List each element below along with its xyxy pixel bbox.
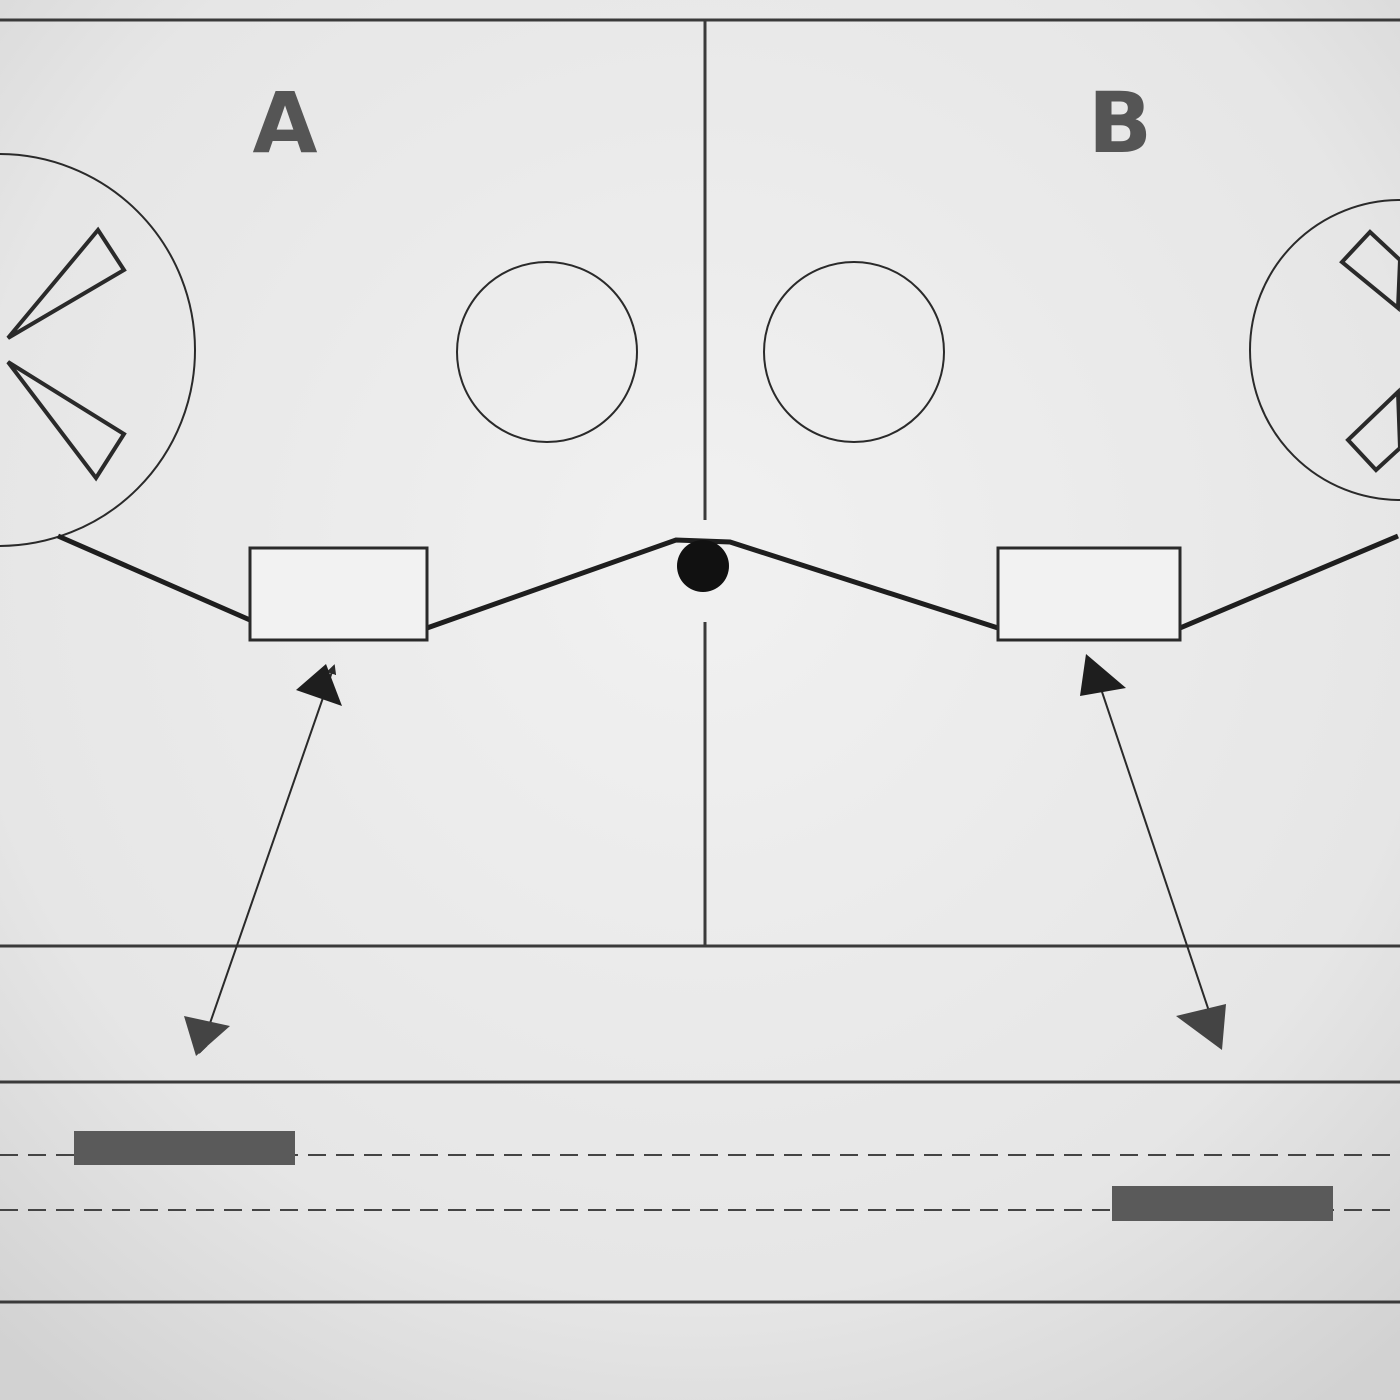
label-a: A: [252, 74, 317, 172]
guide-roller-b: [763, 261, 945, 443]
left-reel: [0, 153, 196, 547]
right-reel: [1249, 199, 1400, 501]
left-reel-spoke-upper: [6, 226, 127, 340]
arrowhead-a-bottom: [184, 1016, 230, 1056]
tape-path: [56, 533, 252, 623]
arrow-b: [1089, 660, 1223, 1046]
arrow-a: [197, 664, 337, 1054]
arrowhead-b-top: [1080, 654, 1126, 696]
left-reel-spoke-lower: [6, 360, 127, 482]
head-a: [248, 546, 429, 642]
right-reel-spoke-lower: [1345, 387, 1400, 473]
label-b: B: [1088, 74, 1152, 172]
track-segment-b: [1112, 1186, 1333, 1221]
tape-path-right: [1179, 533, 1399, 631]
arrowhead-b-bottom: [1176, 1004, 1226, 1050]
guide-roller-a: [456, 261, 638, 443]
capstan-dot: [677, 540, 729, 592]
arrowhead-a-top: [296, 664, 342, 706]
head-b: [996, 546, 1182, 642]
track-segment-a: [74, 1131, 295, 1165]
right-reel-spoke-upper: [1339, 229, 1400, 313]
